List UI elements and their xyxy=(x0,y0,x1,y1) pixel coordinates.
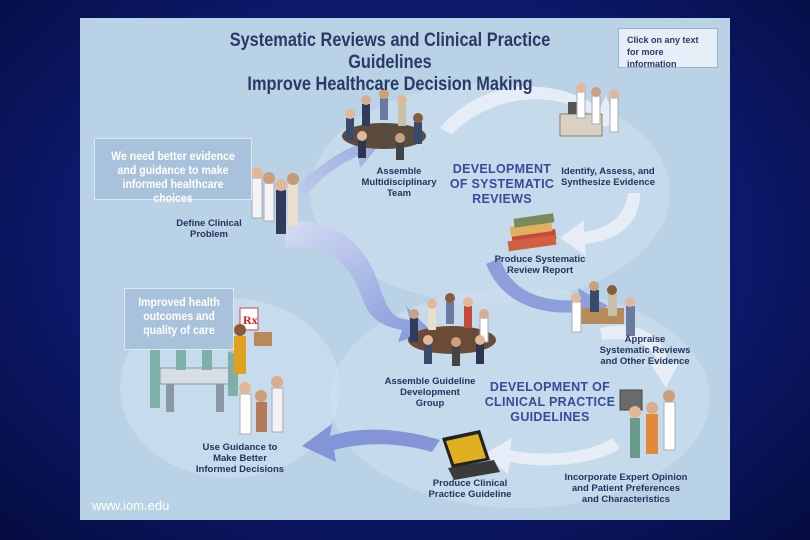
patient-consultation-illustration xyxy=(239,376,284,435)
define-line-1: Define Clinical xyxy=(176,218,242,229)
sr-cycle-arrow-top xyxy=(440,86,618,134)
step-use-guidance[interactable]: Use Guidance to Make Better Informed Dec… xyxy=(190,442,290,475)
need-line-3: informed healthcare choices xyxy=(122,177,224,205)
systematic-review-report-books xyxy=(507,213,557,252)
use-line-2: Make Better xyxy=(213,453,267,464)
hint-line-1: Click on any text xyxy=(627,35,699,45)
phase-clinical-guidelines[interactable]: DEVELOPMENT OF CLINICAL PRACTICE GUIDELI… xyxy=(482,380,618,425)
step-produce-sr-report[interactable]: Produce Systematic Review Report xyxy=(490,254,590,276)
guideline-group-illustration xyxy=(408,293,496,366)
define-line-2: Problem xyxy=(189,229,228,240)
identify-line-1: Identify, Assess, and xyxy=(561,166,655,177)
cpg-cycle-arrow-right xyxy=(600,325,680,388)
improved-line-2: outcomes and xyxy=(143,309,215,323)
expert-patient-illustration xyxy=(619,389,676,458)
sr-phase-line-2: OF SYSTEMATIC xyxy=(449,177,555,191)
sr-phase-line-3: REVIEWS xyxy=(472,192,532,206)
expert-line-3: and Characteristics xyxy=(581,494,671,505)
cpg-phase-line-2: CLINICAL PRACTICE xyxy=(484,395,616,409)
sr-cycle-arrow-right xyxy=(560,193,640,256)
need-line-2: and guidance to make xyxy=(117,163,229,177)
team-line-2: Multidisciplinary xyxy=(361,177,437,188)
expert-line-1: Incorporate Expert Opinion xyxy=(564,472,688,483)
appraise-line-1: Appraise xyxy=(624,334,666,345)
step-produce-guideline[interactable]: Produce Clinical Practice Guideline xyxy=(422,478,518,500)
prescription-illustration: Rx xyxy=(234,307,272,374)
expert-line-2: and Patient Preferences xyxy=(571,483,681,494)
cpg-phase-line-3: GUIDELINES xyxy=(510,410,590,424)
produce-line-2: Practice Guideline xyxy=(428,489,512,500)
step-identify-evidence[interactable]: Identify, Assess, and Synthesize Evidenc… xyxy=(558,166,658,188)
step-incorporate-expert-opinion[interactable]: Incorporate Expert Opinion and Patient P… xyxy=(556,472,696,505)
use-line-3: Informed Decisions xyxy=(195,464,285,475)
team-line-1: Assemble xyxy=(376,166,422,177)
need-line-1: We need better evidence xyxy=(111,149,235,163)
appraise-evidence-illustration xyxy=(571,281,635,336)
cpg-cycle-arrow-bottom xyxy=(484,438,620,474)
improved-outcomes-callout[interactable]: Improved health outcomes and quality of … xyxy=(124,288,234,350)
evidence-review-illustration xyxy=(559,83,619,137)
step-assemble-team[interactable]: Assemble Multidisciplinary Team xyxy=(354,166,444,199)
produce-line-1: Produce Clinical xyxy=(432,478,508,489)
appraise-line-3: and Other Evidence xyxy=(600,356,690,367)
step-assemble-guideline-group[interactable]: Assemble Guideline Development Group xyxy=(380,376,480,409)
report-line-2: Review Report xyxy=(507,265,573,276)
improved-line-1: Improved health xyxy=(138,295,220,309)
flow-arrow-to-use-guidance xyxy=(302,424,440,462)
step-define-clinical-problem[interactable]: Define Clinical Problem xyxy=(166,218,252,240)
report-line-1: Produce Systematic xyxy=(494,254,586,265)
flow-arrow-define-to-group xyxy=(285,221,432,342)
laptop-guideline-illustration xyxy=(442,430,500,480)
diagram-panel: Rx Systematic Reviews and Clinical Pract… xyxy=(80,18,730,520)
phase-systematic-reviews[interactable]: DEVELOPMENT OF SYSTEMATIC REVIEWS xyxy=(442,162,562,207)
step-appraise-evidence[interactable]: Appraise Systematic Reviews and Other Ev… xyxy=(590,334,700,367)
diagram-title[interactable]: Systematic Reviews and Clinical Practice… xyxy=(209,30,570,96)
better-evidence-callout[interactable]: We need better evidence and guidance to … xyxy=(94,138,252,205)
use-line-1: Use Guidance to xyxy=(202,442,278,453)
cpg-phase-line-1: DEVELOPMENT OF xyxy=(489,380,611,394)
group-line-2: Development xyxy=(400,387,460,398)
title-line-1[interactable]: Systematic Reviews and Clinical Practice… xyxy=(229,30,551,73)
group-line-1: Assemble Guideline xyxy=(384,376,476,387)
hint-line-2: for more information xyxy=(627,47,677,69)
appraise-line-2: Systematic Reviews xyxy=(599,345,691,356)
clinicians-group-illustration xyxy=(251,167,299,234)
svg-text:Rx: Rx xyxy=(243,313,258,327)
improved-line-3: quality of care xyxy=(143,323,215,337)
workflow-illustration: Rx xyxy=(120,83,710,508)
group-line-3: Group xyxy=(415,398,445,409)
team-line-3: Team xyxy=(386,188,412,199)
team-meeting-illustration xyxy=(342,89,426,160)
source-url: www.iom.edu xyxy=(92,498,170,513)
identify-line-2: Synthesize Evidence xyxy=(561,177,655,188)
title-line-2[interactable]: Improve Healthcare Decision Making xyxy=(247,74,533,95)
click-hint-box: Click on any text for more information xyxy=(618,28,718,69)
sr-phase-line-1: DEVELOPMENT xyxy=(452,162,552,176)
